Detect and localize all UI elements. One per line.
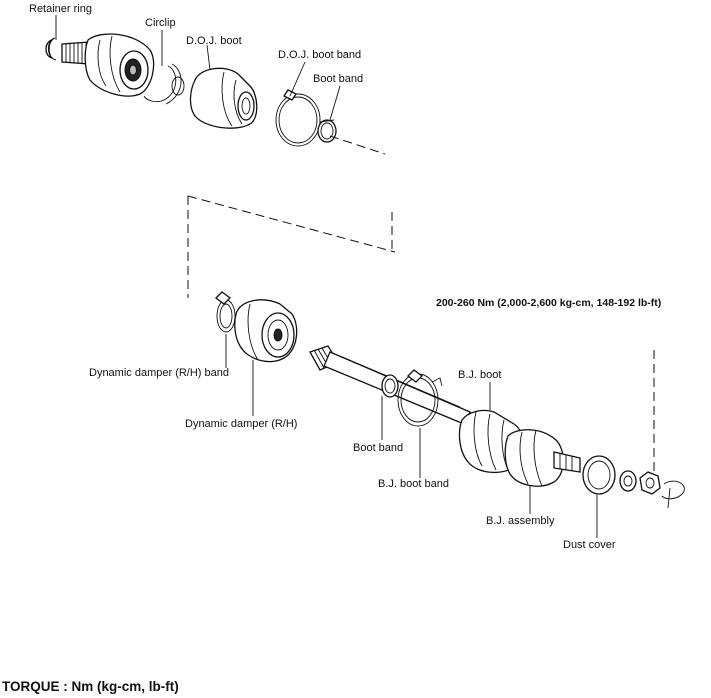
label-boot-band-top: Boot band xyxy=(313,73,364,85)
label-dynamic-damper: Dynamic damper (R/H) xyxy=(185,418,298,430)
washer xyxy=(619,470,637,492)
label-bj-boot: B.J. boot xyxy=(458,369,502,381)
label-torque-units: TORQUE : Nm (kg-cm, lb-ft) xyxy=(2,679,179,694)
bj-assembly xyxy=(504,429,581,487)
bj-boot-band xyxy=(397,369,443,427)
dynamic-damper xyxy=(234,299,298,363)
retainer-ring xyxy=(45,37,57,61)
dashed-connector-top xyxy=(329,135,386,155)
split-pin xyxy=(661,480,685,509)
leader-boot-band-top xyxy=(329,85,341,121)
label-bj-assembly: B.J. assembly xyxy=(486,515,555,527)
circlip xyxy=(143,63,185,105)
label-retainer-ring: Retainer ring xyxy=(29,3,92,15)
leader-doj-boot-band xyxy=(289,61,306,97)
label-circlip: Circlip xyxy=(145,17,176,29)
dynamic-damper-band xyxy=(215,291,236,333)
doj-boot xyxy=(189,67,258,129)
label-doj-boot: D.O.J. boot xyxy=(186,35,242,47)
label-bj-boot-band: B.J. boot band xyxy=(378,478,449,490)
boot-band-top xyxy=(317,119,337,143)
doj-housing xyxy=(61,33,155,97)
leader-doj-boot xyxy=(206,44,211,71)
label-dynamic-damper-band: Dynamic damper (R/H) band xyxy=(89,367,229,379)
dashed-connector-mid xyxy=(187,195,396,253)
dust-cover xyxy=(582,455,616,495)
label-torque-spec: 200-260 Nm (2,000-2,600 kg-cm, 148-192 l… xyxy=(436,297,662,309)
label-boot-band-mid: Boot band xyxy=(353,442,404,454)
label-doj-boot-band: D.O.J. boot band xyxy=(278,49,362,61)
label-dust-cover: Dust cover xyxy=(563,539,616,551)
doj-boot-band xyxy=(275,89,321,147)
boot-band-mid xyxy=(381,374,399,398)
hub-nut xyxy=(639,471,661,495)
